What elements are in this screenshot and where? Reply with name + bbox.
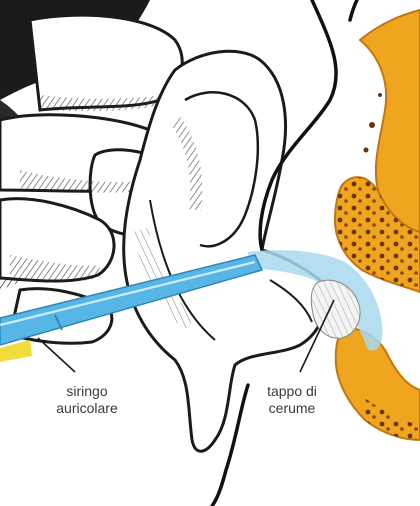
wax-plug-label-line1: tappo di: [252, 383, 332, 400]
wax-plug-label-line2: cerume: [252, 400, 332, 417]
temporal-bone: [335, 10, 420, 440]
wax-plug-label: tappo di cerume: [252, 383, 332, 417]
syringe-label-line2: auricolare: [42, 400, 132, 417]
syringe-label-line1: siringo: [42, 383, 132, 400]
syringe-label: siringo auricolare: [42, 383, 132, 417]
